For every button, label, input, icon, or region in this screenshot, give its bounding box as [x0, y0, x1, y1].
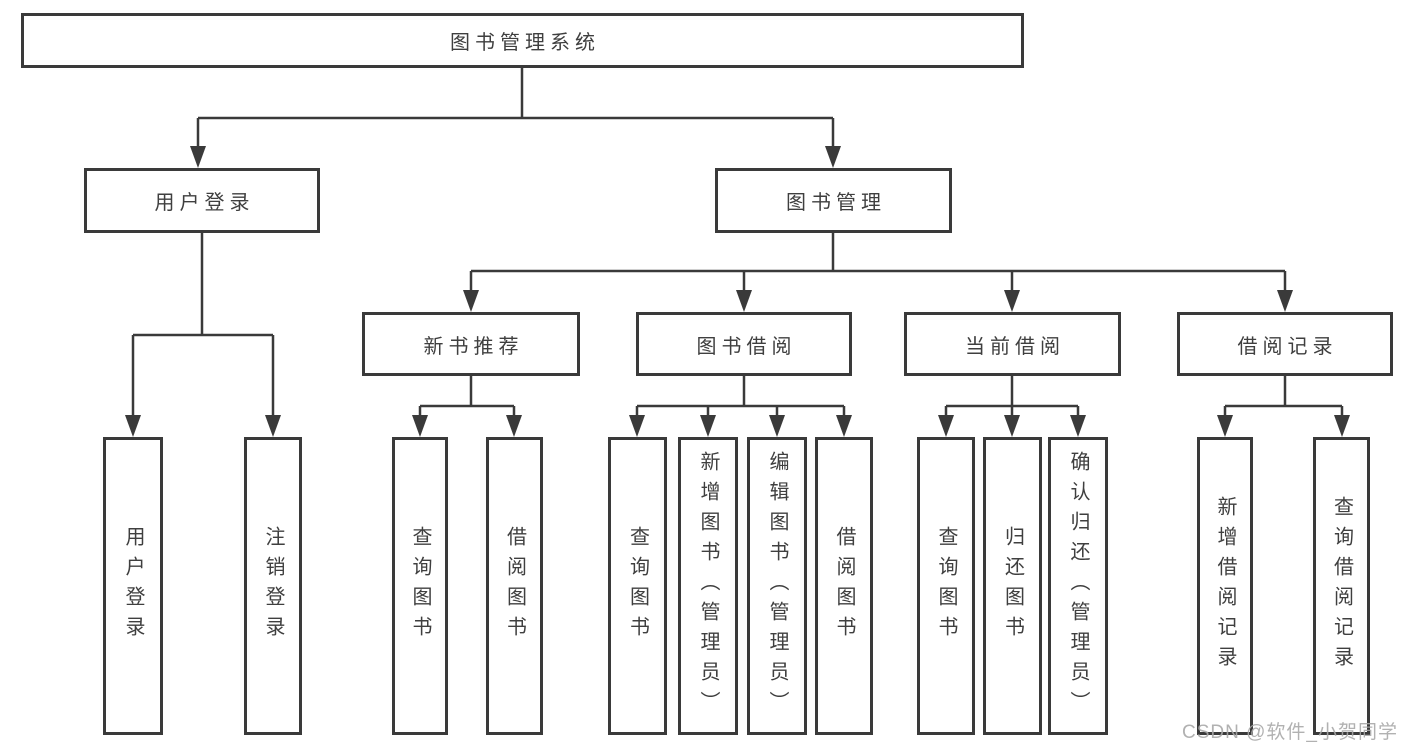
- node-user-login: 用户登录: [84, 168, 320, 233]
- node-book-borrow: 图书借阅: [636, 312, 852, 376]
- arrowhead: [125, 415, 141, 437]
- arrowhead: [265, 415, 281, 437]
- connector-bookmgmt-to-level3: [469, 233, 1287, 296]
- arrowhead: [1217, 415, 1233, 437]
- leaf-label: 查询图书: [626, 526, 649, 646]
- arrowhead: [1277, 290, 1293, 312]
- node-label: 借阅记录: [1237, 335, 1338, 358]
- arrowhead: [825, 146, 841, 168]
- node-root-system: 图书管理系统: [21, 13, 1024, 68]
- connector-root-to-level2: [196, 68, 835, 150]
- arrowhead: [190, 146, 206, 168]
- arrowhead: [506, 415, 522, 437]
- node-book-management: 图书管理: [715, 168, 952, 233]
- node-label: 图书借阅: [696, 335, 797, 358]
- arrowhead: [463, 290, 479, 312]
- arrowhead: [629, 415, 645, 437]
- leaf-confirm-return-admin: 确认归还（管理员）: [1048, 437, 1108, 735]
- leaf-borrow-books-recommend: 借阅图书: [486, 437, 543, 735]
- node-label: 图书管理: [786, 192, 886, 214]
- arrowhead: [836, 415, 852, 437]
- node-new-book-recommend: 新书推荐: [362, 312, 580, 376]
- arrowhead: [769, 415, 785, 437]
- leaf-user-login: 用户登录: [103, 437, 163, 735]
- leaf-query-books-current: 查询图书: [917, 437, 975, 735]
- arrowhead: [1004, 415, 1020, 437]
- node-label: 当前借阅: [965, 335, 1065, 358]
- watermark: CSDN @软件_小贺同学: [1182, 722, 1398, 743]
- node-label: 用户登录: [154, 192, 255, 214]
- arrowhead: [736, 290, 752, 312]
- node-current-borrow: 当前借阅: [904, 312, 1121, 376]
- connector-newbook-to-leaves: [418, 376, 516, 421]
- arrowhead: [412, 415, 428, 437]
- leaf-query-books-recommend: 查询图书: [392, 437, 448, 735]
- leaf-label: 用户登录: [122, 526, 144, 646]
- leaf-label: 查询借阅记录: [1330, 496, 1353, 676]
- node-label: 新书推荐: [423, 335, 524, 358]
- leaf-label: 借阅图书: [833, 526, 855, 646]
- leaf-label: 新增借阅记录: [1214, 496, 1236, 676]
- arrowhead: [938, 415, 954, 437]
- leaf-label: 确认归还（管理员）: [1067, 451, 1089, 721]
- node-borrow-records: 借阅记录: [1177, 312, 1393, 376]
- leaf-label: 编辑图书（管理员）: [766, 451, 788, 721]
- connector-currentborrow-to-leaves: [944, 376, 1080, 421]
- leaf-label: 查询图书: [409, 526, 431, 646]
- leaf-borrow-books: 借阅图书: [815, 437, 873, 735]
- leaf-add-book-admin: 新增图书（管理员）: [678, 437, 738, 735]
- connector-records-to-leaves: [1223, 376, 1344, 421]
- arrowhead: [1004, 290, 1020, 312]
- connector-userlogin-to-leaves: [131, 233, 275, 421]
- node-label: 图书管理系统: [450, 32, 600, 54]
- leaf-label: 归还图书: [1001, 526, 1024, 646]
- leaf-label: 借阅图书: [503, 526, 526, 646]
- leaf-label: 注销登录: [262, 526, 284, 646]
- arrowhead: [1334, 415, 1350, 437]
- connector-bookborrow-to-leaves: [635, 376, 846, 421]
- leaf-add-borrow-record: 新增借阅记录: [1197, 437, 1253, 735]
- leaf-query-borrow-record: 查询借阅记录: [1313, 437, 1370, 735]
- leaf-return-book: 归还图书: [983, 437, 1042, 735]
- leaf-edit-book-admin: 编辑图书（管理员）: [747, 437, 807, 735]
- leaf-logout: 注销登录: [244, 437, 302, 735]
- leaf-query-books-borrow: 查询图书: [608, 437, 667, 735]
- arrowhead: [700, 415, 716, 437]
- arrowhead: [1070, 415, 1086, 437]
- leaf-label: 查询图书: [935, 526, 957, 646]
- leaf-label: 新增图书（管理员）: [697, 451, 719, 721]
